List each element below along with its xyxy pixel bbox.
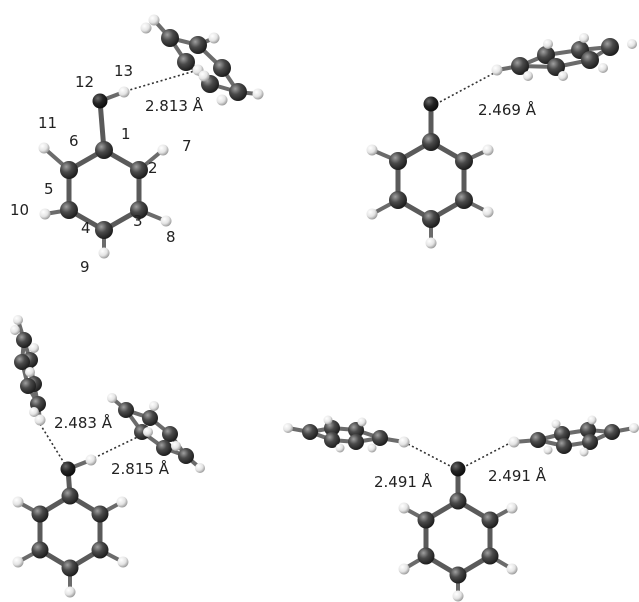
hydrogen-bond-line-1 <box>39 423 67 467</box>
panel-bottom-right: 2.491 Å 2.491 Å <box>283 415 639 602</box>
panel-bottom-left: 2.483 Å 2.815 Å <box>10 315 205 598</box>
vertical-benzene-molecule <box>10 315 46 426</box>
right-flat-benzene-molecule <box>508 415 639 457</box>
flat-benzene-molecule <box>491 33 637 81</box>
panel-top-left: 1 2 3 4 5 6 7 8 9 10 11 12 13 2.813 Å <box>10 14 264 276</box>
benzene-ring-atoms <box>38 86 172 259</box>
atom-label-11: 11 <box>38 114 57 132</box>
benzene-ring-atoms <box>366 96 494 249</box>
distance-label-1: 2.483 Å <box>54 413 113 432</box>
atom-label-3: 3 <box>133 212 143 230</box>
benzene-ring-atoms <box>12 454 129 598</box>
atom-label-12: 12 <box>75 73 94 91</box>
atom-label-1: 1 <box>121 125 131 143</box>
benzene-ring-atoms <box>398 461 518 602</box>
atom-label-2: 2 <box>148 159 158 177</box>
atom-label-4: 4 <box>81 219 91 237</box>
hydrogen-bond-line <box>125 69 199 92</box>
atom-label-10: 10 <box>10 201 29 219</box>
left-flat-benzene-molecule <box>283 415 410 453</box>
hydrogen-bond-line-right <box>461 441 513 469</box>
tilted-benzene-molecule <box>140 14 264 106</box>
panel-top-right: 2.469 Å <box>366 33 637 249</box>
atom-label-9: 9 <box>80 258 90 276</box>
distance-label-2: 2.815 Å <box>111 459 170 478</box>
distance-label: 2.813 Å <box>145 96 204 115</box>
tilted-benzene-molecule <box>107 393 205 473</box>
atom-label-5: 5 <box>44 180 54 198</box>
hydrogen-bond-line <box>435 71 497 105</box>
hydrogen-bond-line-left <box>403 441 455 469</box>
distance-label-left: 2.491 Å <box>374 472 433 491</box>
atom-label-13: 13 <box>114 62 133 80</box>
distance-label: 2.469 Å <box>478 100 537 119</box>
distance-label-right: 2.491 Å <box>488 466 547 485</box>
atom-label-6: 6 <box>69 132 79 150</box>
atom-label-7: 7 <box>182 137 192 155</box>
atom-label-8: 8 <box>166 228 176 246</box>
